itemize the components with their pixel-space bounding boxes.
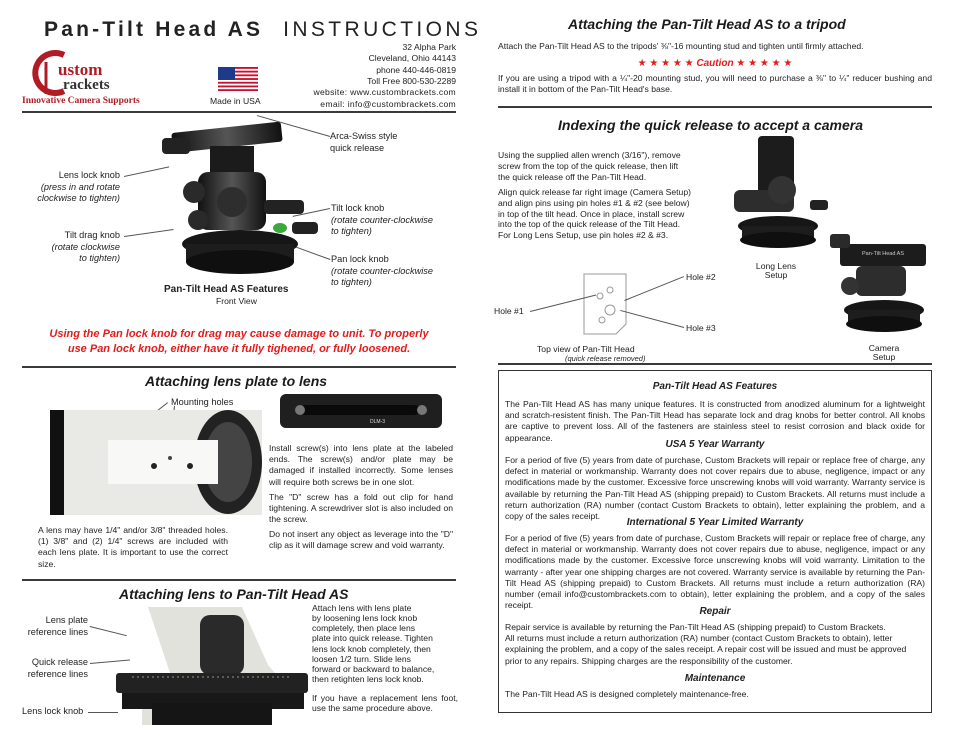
- website-link[interactable]: website: www.custombrackets.com: [313, 87, 456, 98]
- lens-lock-knob-label-2: Lens lock knob: [22, 706, 84, 716]
- lens-mounting-holes-photo: [50, 410, 262, 515]
- intl-warranty-text: For a period of five (5) years from date…: [505, 533, 925, 611]
- indexing-heading: Indexing the quick release to accept a c…: [558, 117, 864, 133]
- usa-warranty-text: For a period of five (5) years from date…: [505, 455, 925, 521]
- intl-warranty-title: International 5 Year Limited Warranty: [626, 517, 804, 528]
- usa-flag-icon: [218, 67, 258, 91]
- usa-warranty-title: USA 5 Year Warranty: [665, 439, 765, 450]
- caution-text: If you are using a tripod with a ¼"-20 m…: [498, 73, 932, 95]
- camera-setup-photo: Pan-Tilt Head AS: [830, 224, 938, 344]
- address-block: 32 Alpha Park Cleveland, Ohio 44143 phon…: [270, 42, 456, 110]
- address-line: Cleveland, Ohio 44143: [368, 53, 456, 64]
- hole-3-label: Hole #3: [686, 323, 716, 333]
- long-lens-setup-photo: [724, 130, 830, 256]
- top-view-caption: Top view of Pan-Tilt Head (quick release…: [537, 344, 646, 363]
- maintenance-text: The Pan-Tilt Head AS is designed complet…: [505, 689, 749, 699]
- lens-to-head-text: Attach lens with lens plate by loosening…: [312, 603, 458, 714]
- tripod-heading: Attaching the Pan-Tilt Head AS to a trip…: [568, 16, 846, 32]
- logo-bottom: rackets: [63, 77, 110, 93]
- tripod-text: Attach the Pan-Tilt Head AS to the tripo…: [498, 41, 864, 51]
- tilt-lock-knob-label: Tilt lock knob (rotate counter-clockwise…: [331, 203, 433, 237]
- lens-plate-heading: Attaching lens plate to lens: [145, 373, 328, 389]
- features-title: Pan-Tilt Head AS Features: [652, 381, 778, 392]
- made-in-usa: Made in USA: [210, 96, 261, 106]
- toll-free: Toll Free 800-530-2289: [367, 76, 456, 87]
- logo-top: ustom: [58, 60, 103, 79]
- divider: [498, 106, 932, 108]
- pan-lock-warning: Using the Pan lock knob for drag may cau…: [49, 328, 429, 355]
- product-info-box: Pan-Tilt Head AS Features The Pan-Tilt H…: [498, 370, 932, 713]
- email-link[interactable]: email: info@custombrackets.com: [320, 98, 456, 109]
- phone: phone 440-446-0819: [376, 64, 456, 75]
- features-caption: Pan-Tilt Head AS Features: [164, 284, 289, 295]
- divider: [22, 366, 456, 368]
- camera-setup-plate-label: Pan-Tilt Head AS: [862, 251, 904, 257]
- repair-text: Repair service is available by returning…: [505, 622, 907, 666]
- lens-plate-left-text: A lens may have 1/4" and/or 3/8" threade…: [38, 525, 228, 569]
- divider: [498, 363, 932, 365]
- lens-plate-right-text: Install screw(s) into lens plate at the …: [269, 443, 453, 551]
- plate-label: DLM-3: [370, 419, 386, 425]
- pin-hole-diagram: [583, 273, 627, 335]
- title-light: INSTRUCTIONS: [283, 18, 482, 41]
- title-bold: Pan-Tilt Head AS: [44, 18, 264, 41]
- logo: ustom rackets Innovative Camera Supports: [22, 50, 174, 108]
- lens-plate-photo: DLM-3: [278, 391, 444, 431]
- maintenance-title: Maintenance: [684, 673, 746, 684]
- features-text: The Pan-Tilt Head AS has many unique fea…: [505, 399, 925, 443]
- address-line: 32 Alpha Park: [402, 42, 456, 52]
- features-caption-sub: Front View: [216, 296, 257, 306]
- logo-tagline: Innovative Camera Supports: [22, 96, 140, 106]
- caution-title: ★ ★ ★ ★ ★ Caution ★ ★ ★ ★ ★: [637, 58, 793, 69]
- repair-title: Repair: [699, 606, 731, 617]
- pan-tilt-head-front-photo: [160, 118, 320, 294]
- mounting-holes-label: Mounting holes: [171, 397, 234, 407]
- hole-1-label: Hole #1: [494, 306, 524, 316]
- indexing-text: Using the supplied allen wrench (3/16"),…: [498, 150, 691, 241]
- page-title: Pan-Tilt Head AS INSTRUCTIONS: [44, 17, 481, 43]
- divider: [22, 111, 456, 113]
- divider: [22, 579, 456, 581]
- hole-2-label: Hole #2: [686, 272, 716, 282]
- lens-on-head-photo: [112, 607, 308, 725]
- logo-mark-icon: [32, 50, 66, 96]
- lens-to-head-heading: Attaching lens to Pan-Tilt Head AS: [119, 586, 349, 602]
